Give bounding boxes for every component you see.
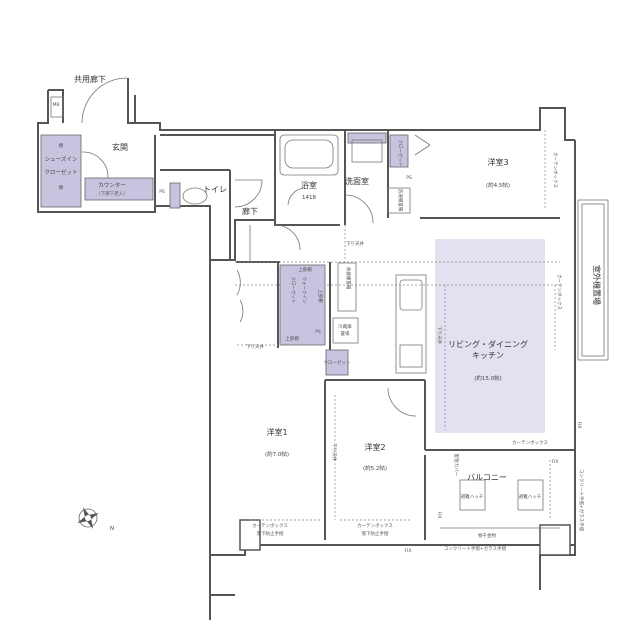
corridor-label: 廊下 — [242, 206, 258, 216]
ceiling-lines — [235, 130, 560, 529]
toilet-label: トイレ — [203, 185, 227, 194]
sink — [399, 279, 423, 311]
wic-shelf-label: 上部棚 — [317, 289, 324, 303]
toilet-bowl — [182, 187, 208, 205]
closet-bedroom3 — [389, 134, 409, 168]
ps-label: PS — [159, 189, 165, 195]
ldk-label: リビング・ダイニング — [448, 339, 528, 349]
compass-rose-icon — [77, 507, 99, 529]
wash-basin — [351, 139, 383, 163]
fix-label: FIX — [576, 422, 582, 429]
interior-walls — [154, 130, 575, 540]
wic-label-2: クローゼット — [290, 277, 297, 304]
lowered-ceiling-label: 下り天井 — [436, 326, 443, 344]
fixtures — [50, 96, 544, 511]
bath-label: 浴室 — [301, 180, 317, 190]
lowered-ceiling-label: 下り天井 — [331, 443, 338, 461]
counter — [84, 177, 154, 201]
pipe-cover-label: 配管カバー — [453, 454, 460, 477]
shelf-label: 棚 — [59, 142, 64, 149]
shoes-in-closet-label: シューズイン — [45, 155, 78, 163]
washer-space-label: 洗濯機置場 — [397, 189, 404, 212]
closet-label: クローゼット — [324, 359, 351, 366]
outdoor-unit-label: 室外機置場 — [592, 265, 602, 305]
kitchen-counter — [395, 274, 427, 374]
walk-in-closet — [279, 264, 326, 346]
railing-label: コンクリート手摺+ガラス手摺 — [578, 469, 585, 532]
bedroom3-label: 洋室3 — [487, 157, 508, 167]
wic-label: ウォークイン — [301, 277, 308, 304]
wic-shelf-label: 上部棚 — [298, 266, 312, 273]
escape-hatch-1 — [459, 479, 486, 511]
common-corridor-label: 共用廊下 — [74, 74, 106, 84]
curtain-box-label: カーテンボックス — [552, 152, 559, 188]
balcony-label: バルコニー — [467, 473, 507, 482]
fix-label: FIX — [552, 459, 559, 465]
bedroom1-size-label: (約7.0帖) — [265, 450, 289, 458]
escape-hatch-label: 避難ハッチ — [519, 493, 542, 500]
ldk-label-2: キッチン — [472, 351, 504, 360]
closet-label: クローゼット — [397, 140, 404, 167]
mb-label: MB — [53, 102, 60, 108]
shoes-in-closet-label-2: クローゼット — [44, 168, 77, 176]
counter-sublabel: （下部下足入） — [96, 190, 128, 197]
counter-label: カウンター — [98, 181, 126, 189]
bedroom2-size-label: (約5.2帖) — [363, 464, 387, 472]
ldk-size-label: (約15.0帖) — [474, 374, 502, 382]
bedroom2-label: 洋室2 — [364, 442, 385, 452]
escape-hatch-2 — [517, 479, 544, 511]
bathtub — [279, 134, 339, 176]
ps-label: PS — [406, 175, 412, 181]
lowered-ceiling-label: 下り天井 — [246, 343, 264, 350]
shelf-label: 棚 — [59, 184, 64, 191]
lowered-ceiling-label: 下り天井 — [346, 240, 364, 247]
room-labels: 共用廊下 MB 玄関 棚 シューズイン クローゼット 棚 カウンター （下部下足… — [44, 74, 602, 554]
storage-areas — [40, 132, 409, 376]
ldk-highlight — [435, 239, 545, 433]
fridge-label-2: 置場 — [341, 330, 350, 337]
washroom-label: 洗面室 — [345, 176, 369, 186]
shoes-in-closet — [40, 134, 82, 208]
fall-rail-label: 落下防止手摺 — [362, 530, 389, 537]
compass-north-label: N — [110, 526, 114, 532]
curtain-box-label: カーテンボックス — [252, 522, 288, 529]
escape-hatch-label: 避難ハッチ — [461, 493, 484, 500]
fix-label: FIX — [436, 512, 442, 519]
bedroom1-label: 洋室1 — [266, 427, 287, 437]
entrance-label: 玄関 — [112, 142, 128, 152]
exterior-walls — [37, 78, 609, 620]
laundry-hardware-label: 物干金物 — [478, 532, 496, 539]
curtain-box-label: カーテンボックス — [556, 274, 563, 310]
closet-bedroom2 — [325, 349, 349, 376]
curtain-box-label: カーテンボックス — [512, 439, 548, 446]
ps-label: PS — [315, 329, 321, 335]
curtain-box-label: カーテンボックス — [357, 522, 393, 529]
fix-label: FIX — [405, 548, 412, 554]
railing-label: コンクリート手摺+ガラス手摺 — [444, 545, 507, 552]
wic-shelf-label: 上部棚 — [285, 335, 299, 342]
bath-size-label: 1418 — [302, 195, 316, 201]
compass: N — [77, 507, 114, 532]
bedroom3-size-label: (約4.5帖) — [486, 181, 510, 189]
pantry-label: 食器棚置場 — [345, 267, 352, 290]
fall-rail-label: 落下防止手摺 — [257, 530, 284, 537]
fridge-label: 冷蔵庫 — [338, 323, 352, 330]
door-swings — [81, 77, 431, 417]
stove — [399, 344, 423, 368]
